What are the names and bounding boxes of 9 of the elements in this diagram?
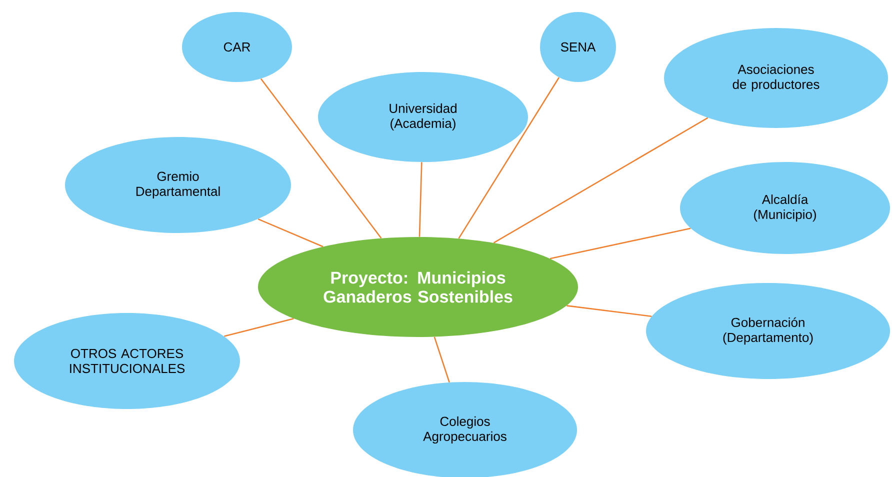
connector-line: [258, 218, 324, 248]
connector-line: [260, 78, 382, 239]
connector-line: [550, 228, 691, 260]
connector-line: [493, 117, 708, 244]
connector-line: [418, 162, 422, 237]
connector-line: [224, 318, 294, 337]
connector-line: [458, 77, 560, 239]
connector-line: [434, 336, 450, 382]
connector-line: [566, 305, 652, 317]
